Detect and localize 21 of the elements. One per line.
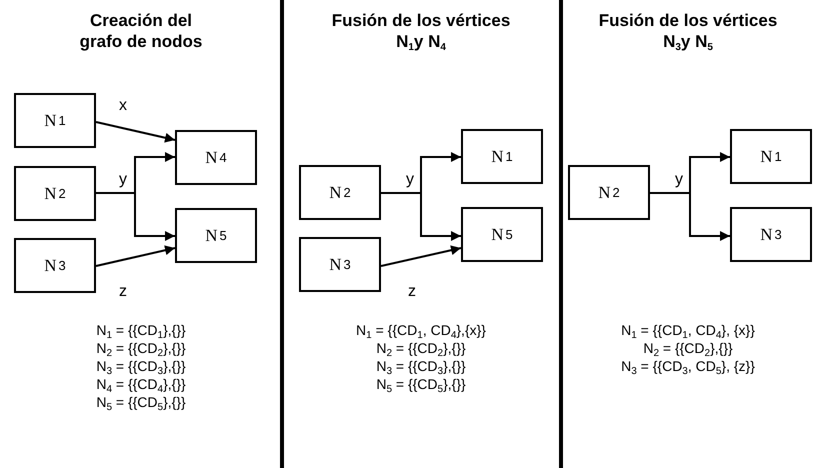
set-formula: N$_{3}$ = {{CD$_{3}$},{}} — [96, 358, 186, 378]
set-formula: N$_{3}$ = {{CD$_{3}$},{}} — [376, 358, 466, 378]
set-formula: N$_{4}$ = {{CD$_{4}$},{}} — [96, 376, 186, 396]
set-formula: N$_{5}$ = {{CD$_{5}$},{}} — [376, 376, 466, 397]
arrow — [96, 121, 176, 143]
set-formula: N$_{2}$ = {{CD$_{2}$},{}} — [96, 340, 186, 360]
panel-heading: Fusión de los vértices N$_{1}$y N$_{4}$ — [330, 10, 512, 55]
set-formula: N$_{5}$ = {{CD$_{5}$},{}} — [96, 394, 186, 415]
arrow — [96, 192, 175, 241]
arrow — [96, 245, 176, 267]
set-formula: N$_{1}$ = {{CD$_{1}$, CD$_{4}$},{x}} — [356, 322, 486, 342]
panel-heading: Fusión de los vértices N$_{3}$y N$_{5}$ — [598, 10, 778, 55]
panel-heading: Creación del grafo de nodos — [78, 10, 204, 52]
set-formula: N$_{3}$ = {{CD$_{3}$, CD$_{5}$}, {z}} — [621, 358, 755, 379]
set-formula: N$_{2}$ = {{CD$_{2}$},{}} — [643, 340, 733, 360]
set-formula: N$_{1}$ = {{CD$_{1}$, CD$_{4}$}, {x}} — [621, 322, 755, 342]
arrow — [650, 192, 730, 241]
arrow — [380, 245, 462, 267]
arrow — [381, 192, 461, 241]
set-formula: N$_{1}$ = {{CD$_{1}$},{}} — [96, 322, 186, 342]
set-formula: N$_{2}$ = {{CD$_{2}$},{}} — [376, 340, 466, 360]
